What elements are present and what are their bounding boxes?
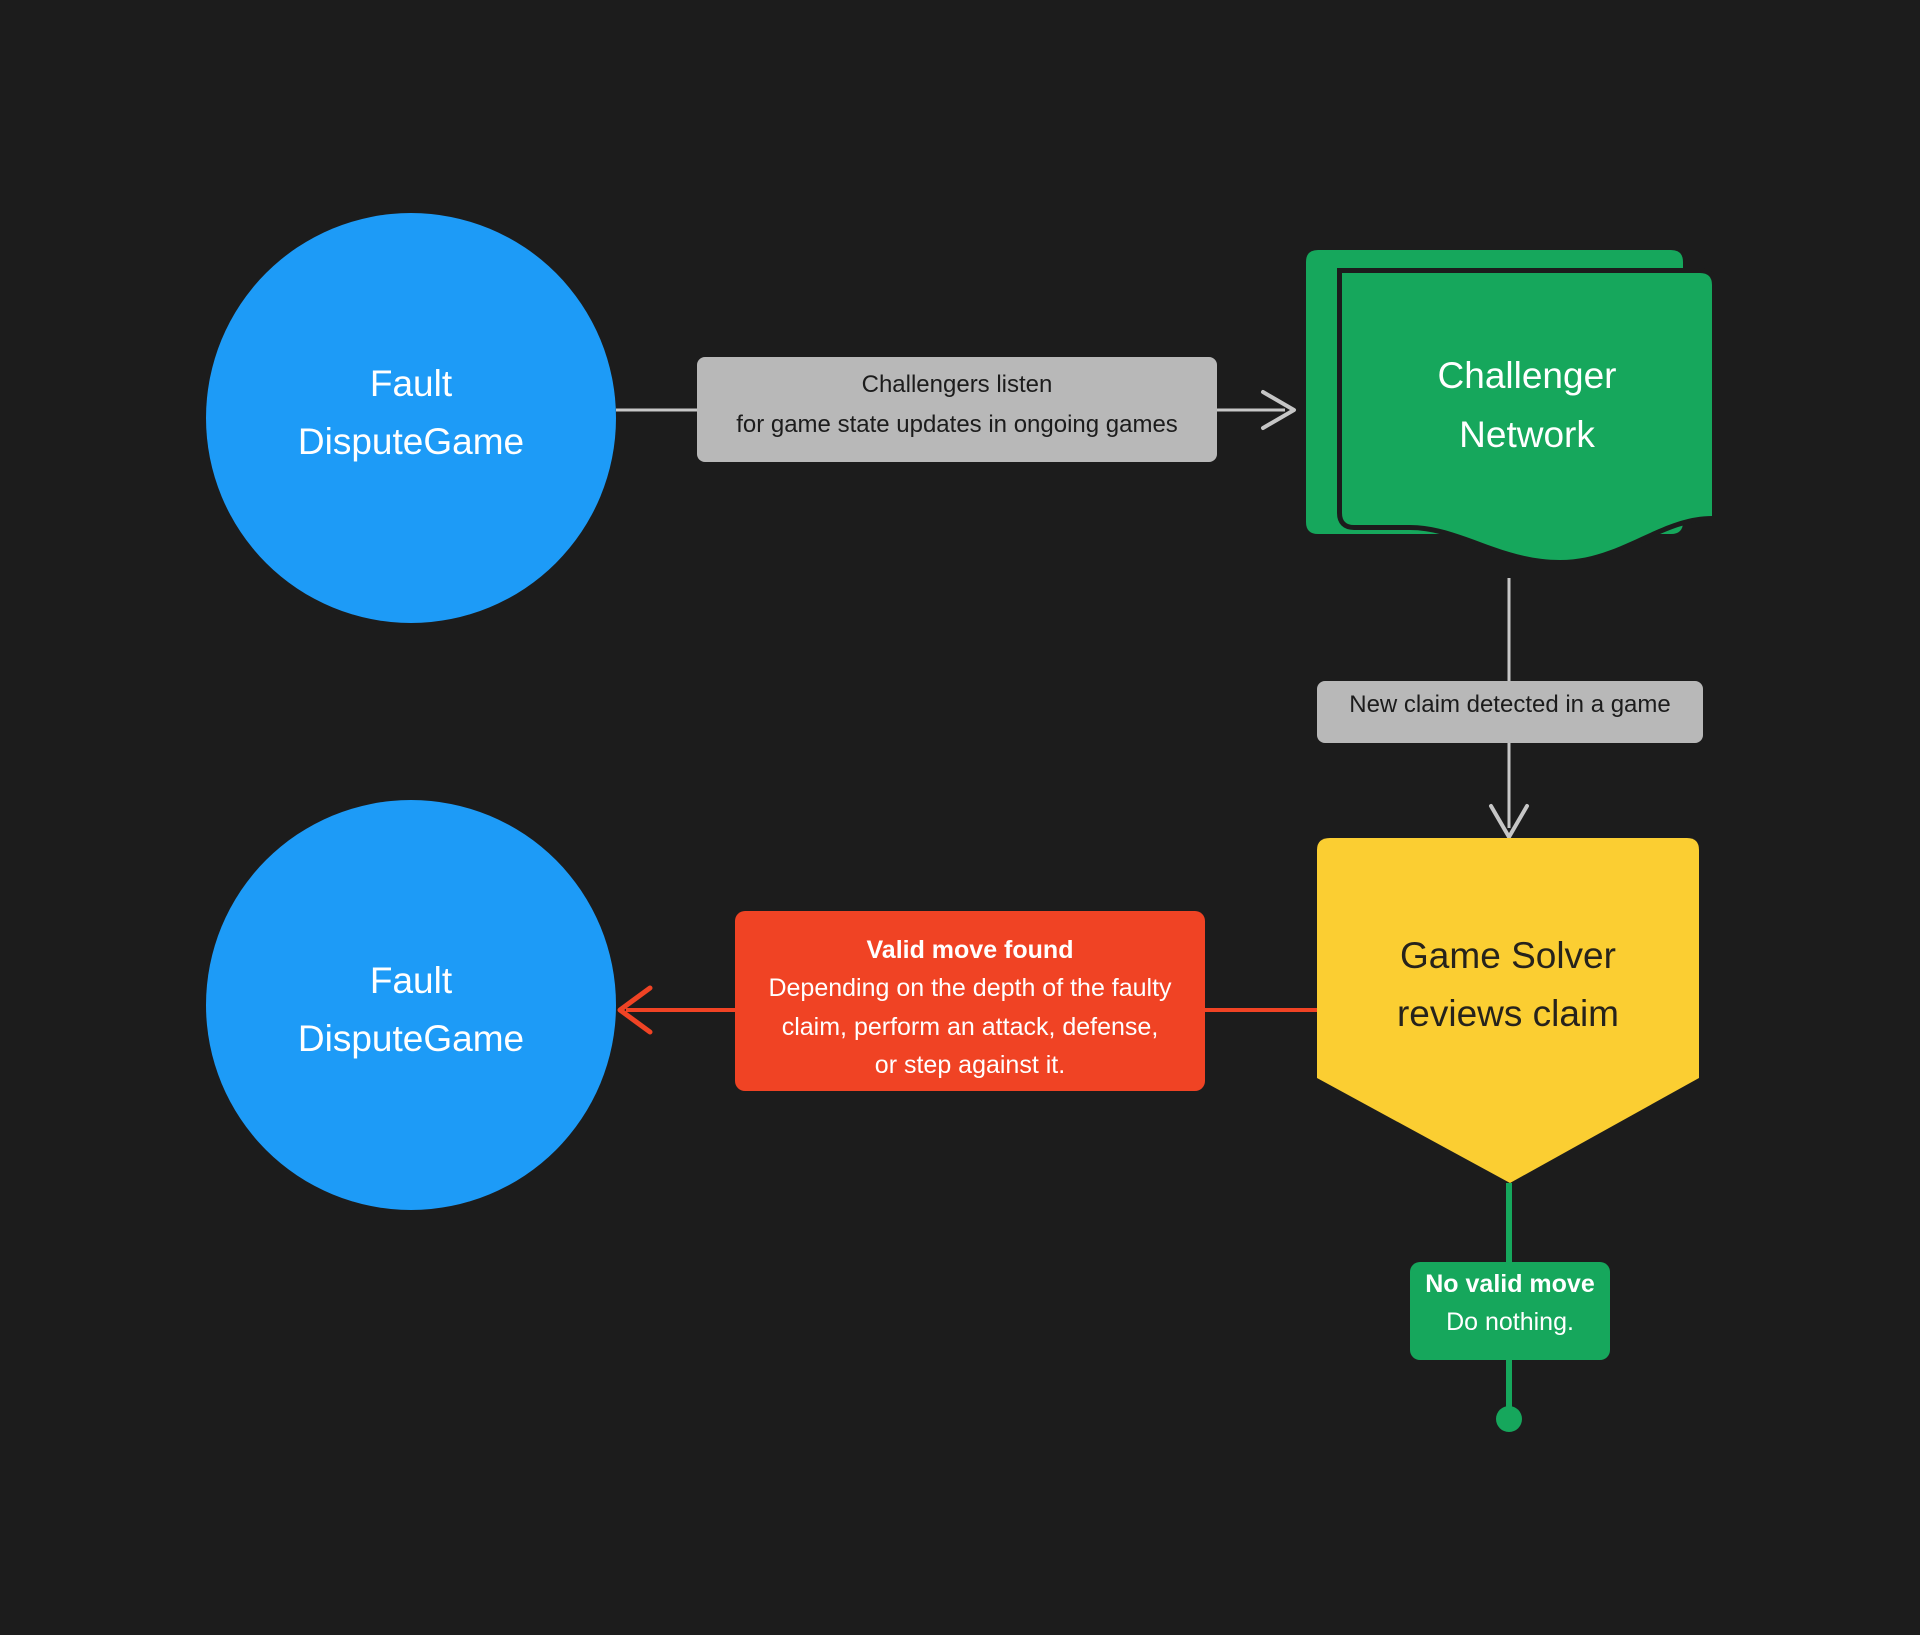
edge-label-line-2: Do nothing. bbox=[1446, 1308, 1574, 1336]
node-circle-shape[interactable] bbox=[206, 800, 616, 1210]
node-pentagon-shape[interactable] bbox=[1317, 838, 1699, 1183]
node-label-line-1: Challenger bbox=[1438, 355, 1617, 396]
edge-label-box-valid-move-found bbox=[735, 911, 1205, 1091]
node-label-line-2: reviews claim bbox=[1397, 993, 1619, 1034]
edge-challengers-listen: Challengers listen for game state update… bbox=[616, 357, 1296, 462]
edge-label-box-new-claim-detected bbox=[1317, 681, 1703, 743]
edge-valid-move-found: Valid move found Depending on the depth … bbox=[617, 911, 1317, 1091]
node-challenger-network[interactable]: Challenger Network bbox=[1306, 250, 1717, 566]
edge-label-line-2: for game state updates in ongoing games bbox=[736, 411, 1178, 438]
edge-label-line-1: New claim detected in a game bbox=[1349, 691, 1671, 718]
node-label-line-1: Fault bbox=[370, 363, 453, 404]
node-fault-dispute-game-top[interactable]: Fault DisputeGame bbox=[206, 213, 616, 623]
node-circle-shape[interactable] bbox=[206, 213, 616, 623]
arrowhead-right-gray bbox=[1261, 390, 1296, 430]
edge-label-line-1: No valid move bbox=[1425, 1270, 1595, 1298]
node-label-line-2: DisputeGame bbox=[298, 1018, 524, 1059]
end-terminal-dot bbox=[1496, 1406, 1522, 1432]
node-game-solver[interactable]: Game Solver reviews claim bbox=[1317, 838, 1699, 1183]
node-label-line-1: Game Solver bbox=[1400, 935, 1616, 976]
edge-label-line-4: or step against it. bbox=[875, 1051, 1065, 1079]
arrowhead-left-orange bbox=[617, 985, 653, 1035]
edge-label-line-3: claim, perform an attack, defense, bbox=[782, 1013, 1159, 1041]
node-fault-dispute-game-bottom[interactable]: Fault DisputeGame bbox=[206, 800, 616, 1210]
edge-label-line-1: Valid move found bbox=[867, 936, 1074, 964]
node-label-line-1: Fault bbox=[370, 960, 453, 1001]
edge-new-claim-detected: New claim detected in a game bbox=[1317, 578, 1703, 839]
edge-label-box-challengers-listen bbox=[697, 357, 1217, 462]
node-label-line-2: Network bbox=[1459, 414, 1595, 455]
arrowhead-down-gray bbox=[1489, 804, 1529, 839]
edge-no-valid-move: No valid move Do nothing. bbox=[1410, 1183, 1610, 1432]
edge-label-box-no-valid-move bbox=[1410, 1262, 1610, 1360]
edge-label-line-2: Depending on the depth of the faulty bbox=[768, 974, 1172, 1002]
node-label-line-2: DisputeGame bbox=[298, 421, 524, 462]
document-front-card[interactable] bbox=[1342, 273, 1712, 560]
edge-label-line-1: Challengers listen bbox=[862, 371, 1053, 398]
